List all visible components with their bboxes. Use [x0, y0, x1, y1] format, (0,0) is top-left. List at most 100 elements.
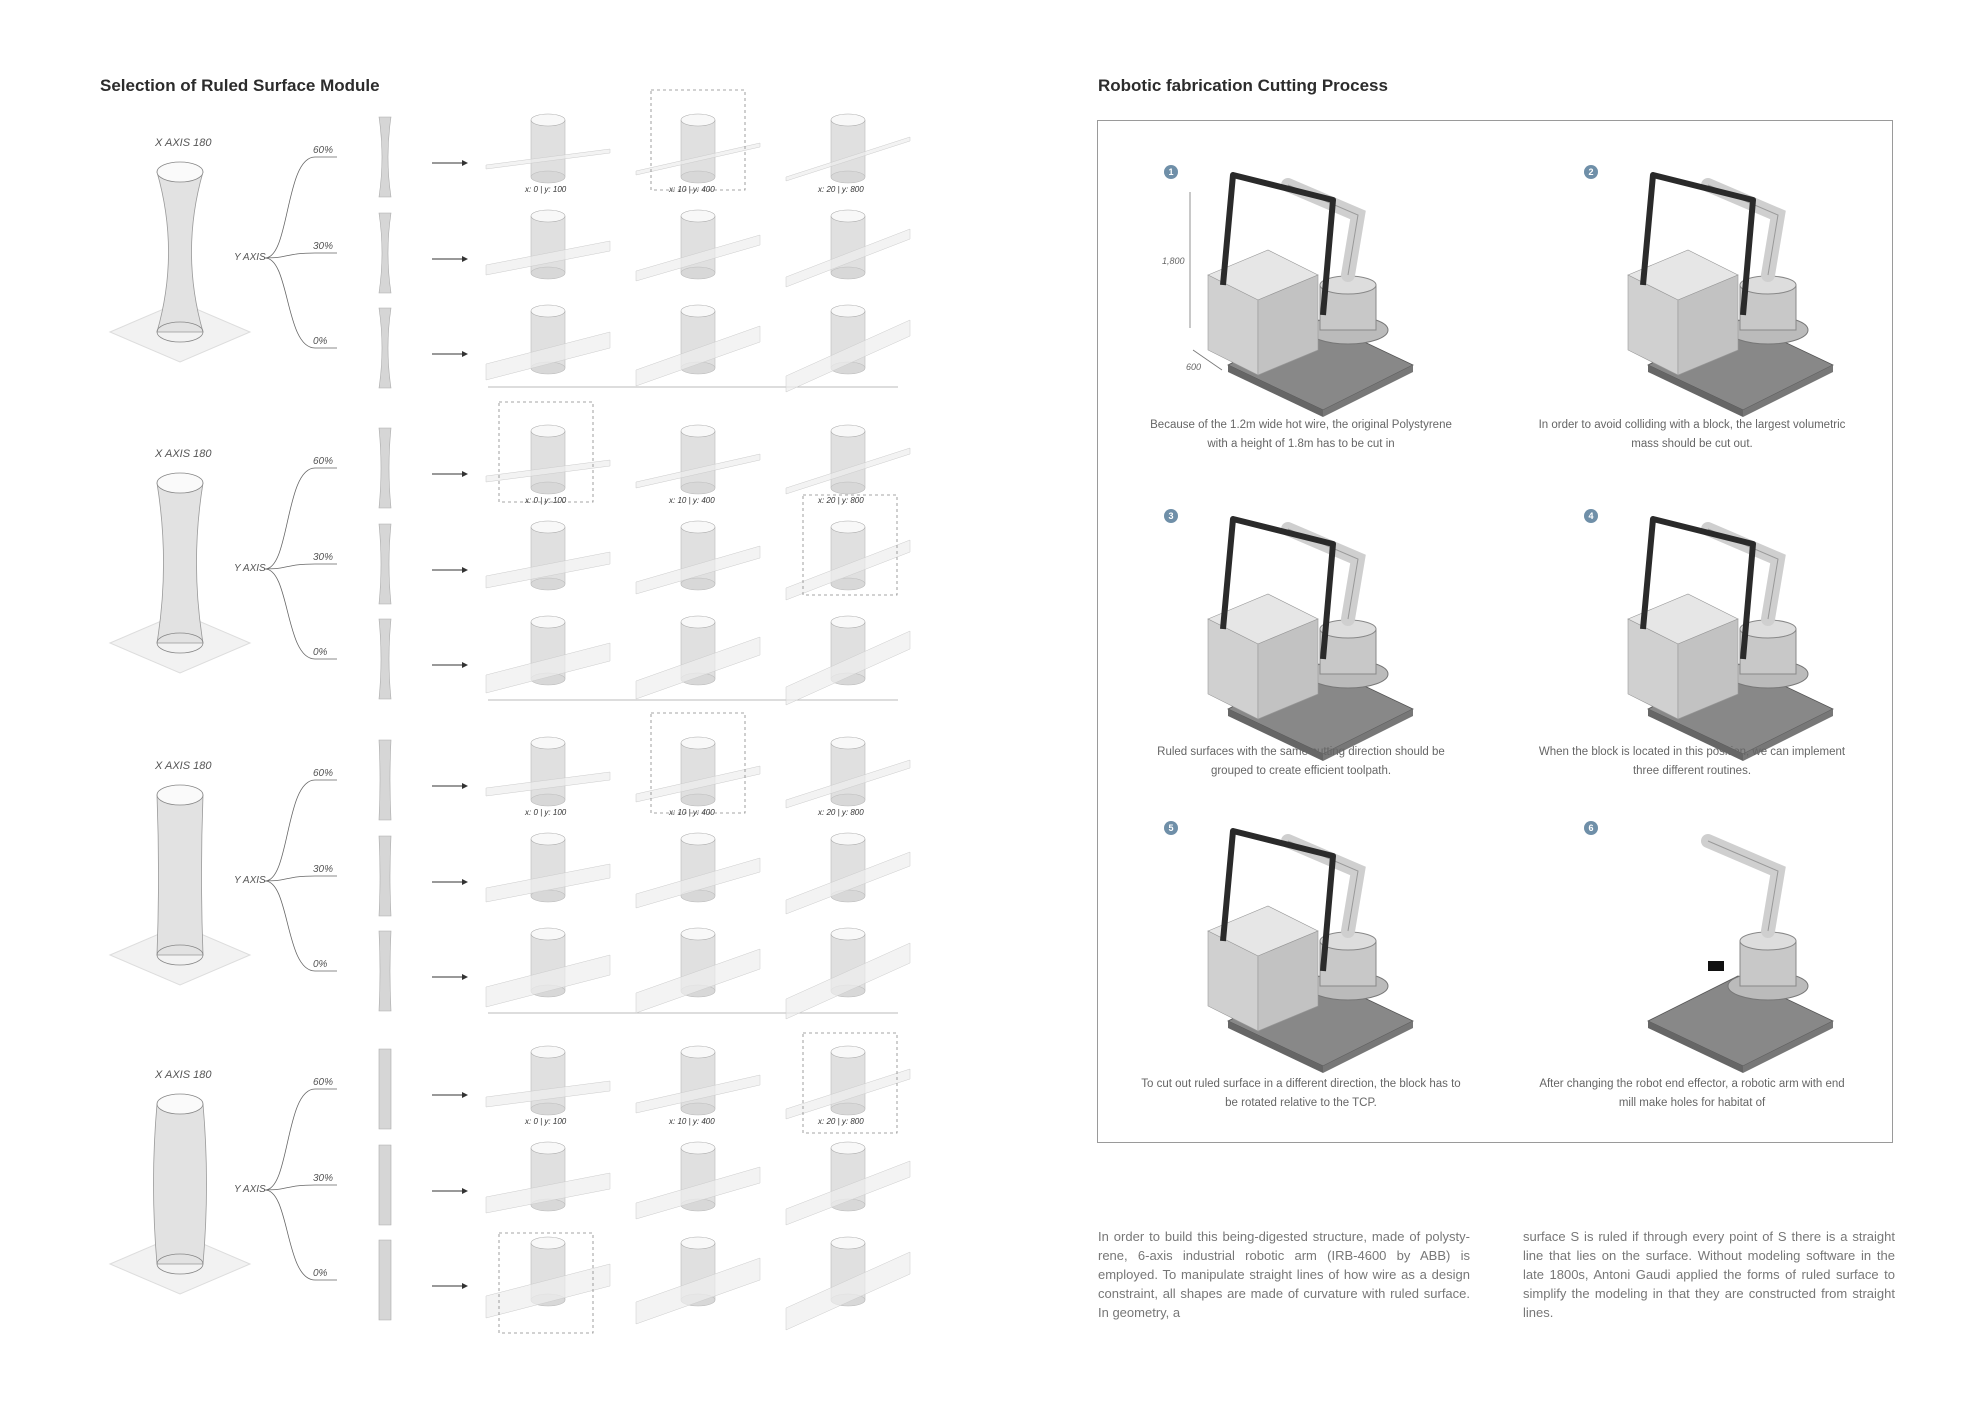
step-number-badge: 2	[1584, 165, 1598, 179]
percentage-label: 60%	[313, 145, 334, 156]
width-dim-line	[1192, 349, 1223, 371]
robot-step-6	[1647, 834, 1834, 1073]
cut-cylinder	[785, 1045, 911, 1120]
small-ruled-surface	[378, 212, 392, 294]
branch-curve	[264, 257, 337, 349]
arrow-head	[462, 567, 468, 573]
hot-wire-frame	[1640, 172, 1756, 316]
percentage-label: 0%	[313, 959, 328, 970]
ruled-group-3	[108, 784, 252, 986]
cut-cylinder	[785, 1236, 911, 1331]
branch-curve	[264, 568, 337, 660]
x-axis-label: X AXIS 180	[155, 137, 212, 149]
cut-cylinder	[635, 113, 761, 184]
branch-curve	[264, 252, 337, 259]
cut-cylinder	[635, 1236, 761, 1325]
coordinate-label: x: 20 | y: 800	[818, 808, 864, 817]
paragraph-left: In order to build this being-digested st…	[1098, 1229, 1470, 1320]
cut-cylinder	[485, 615, 611, 694]
branch-curve	[264, 467, 337, 570]
coordinate-label: x: 0 | y: 100	[525, 1117, 567, 1126]
top-ellipse	[156, 1093, 204, 1115]
coordinate-label: x: 20 | y: 800	[818, 1117, 864, 1126]
cut-cylinder	[485, 736, 611, 807]
cut-cylinder	[785, 520, 911, 601]
cut-cylinder	[785, 113, 911, 184]
cut-cylinder	[785, 736, 911, 809]
cut-cylinder	[485, 1045, 611, 1116]
arrow-head	[462, 471, 468, 477]
branch-curve	[264, 880, 337, 972]
cut-cylinder	[485, 1236, 611, 1319]
cut-cylinder	[635, 927, 761, 1014]
branch-curve	[264, 875, 337, 882]
percentage-label: 60%	[313, 1077, 334, 1088]
branch-curve	[264, 563, 337, 570]
cut-cylinder	[485, 1141, 611, 1214]
y-axis-label: Y AXIS	[234, 1184, 266, 1195]
fabrication-frame	[1097, 120, 1893, 1143]
percentage-label: 60%	[313, 456, 334, 467]
robot-step-4	[1627, 516, 1834, 761]
coordinate-label: x: 10 | y: 400	[669, 1117, 715, 1126]
arrow-head	[462, 351, 468, 357]
selection-box	[498, 1232, 594, 1334]
cut-cylinder	[635, 832, 761, 909]
cut-cylinder	[485, 304, 611, 381]
step-number-badge: 1	[1164, 165, 1178, 179]
small-ruled-surface	[378, 307, 392, 389]
y-axis-label: Y AXIS	[234, 252, 266, 263]
y-axis-label: Y AXIS	[234, 563, 266, 574]
percentage-label: 30%	[313, 1173, 334, 1184]
arrow-head	[462, 783, 468, 789]
hot-wire-frame	[1220, 172, 1336, 316]
arrow-head	[462, 1188, 468, 1194]
ruled-group-2	[108, 472, 252, 674]
cut-cylinder	[485, 424, 611, 495]
step-number-badge: 6	[1584, 821, 1598, 835]
small-ruled-surface	[378, 1239, 392, 1321]
hot-wire-frame	[1640, 516, 1756, 660]
coordinate-label: x: 0 | y: 100	[525, 808, 567, 817]
arrow-head	[462, 662, 468, 668]
selection-box	[498, 401, 594, 503]
cut-cylinder	[635, 1141, 761, 1220]
step-caption: Because of the 1.2m wide hot wire, the o…	[1150, 419, 1452, 450]
cut-cylinder	[635, 736, 761, 807]
coordinate-label: x: 10 | y: 400	[669, 496, 715, 505]
percentage-label: 60%	[313, 768, 334, 779]
step-caption: In order to avoid colliding with a block…	[1538, 419, 1846, 450]
coordinate-label: x: 20 | y: 800	[818, 496, 864, 505]
arrow-head	[462, 1092, 468, 1098]
percentage-label: 30%	[313, 241, 334, 252]
y-axis-label: Y AXIS	[234, 875, 266, 886]
selection-box	[802, 1032, 898, 1134]
bottom-ellipse	[156, 321, 204, 343]
step-number-badge: 5	[1164, 821, 1178, 835]
left-panel-title: Selection of Ruled Surface Module	[100, 76, 380, 95]
small-ruled-surface	[378, 427, 392, 509]
small-ruled-surface	[378, 618, 392, 700]
cut-cylinder	[485, 113, 611, 184]
x-axis-label: X AXIS 180	[155, 760, 212, 772]
arrow-head	[462, 256, 468, 262]
robot-step-5	[1207, 828, 1414, 1073]
cut-cylinder	[785, 832, 911, 915]
hot-wire-frame	[1220, 828, 1336, 972]
branch-curve	[264, 1088, 337, 1191]
cut-cylinder	[485, 209, 611, 280]
cut-cylinder	[635, 520, 761, 595]
bottom-ellipse	[156, 632, 204, 654]
cut-cylinder	[485, 520, 611, 591]
percentage-label: 30%	[313, 864, 334, 875]
percentage-label: 0%	[313, 647, 328, 658]
x-axis-label: X AXIS 180	[155, 1069, 212, 1081]
cut-cylinder	[785, 209, 911, 288]
step-number-badge: 3	[1164, 509, 1178, 523]
percentage-label: 0%	[313, 336, 328, 347]
cut-cylinder	[635, 209, 761, 282]
x-axis-label: X AXIS 180	[155, 448, 212, 460]
cut-cylinder	[785, 927, 911, 1020]
step-number-badge: 4	[1584, 509, 1598, 523]
